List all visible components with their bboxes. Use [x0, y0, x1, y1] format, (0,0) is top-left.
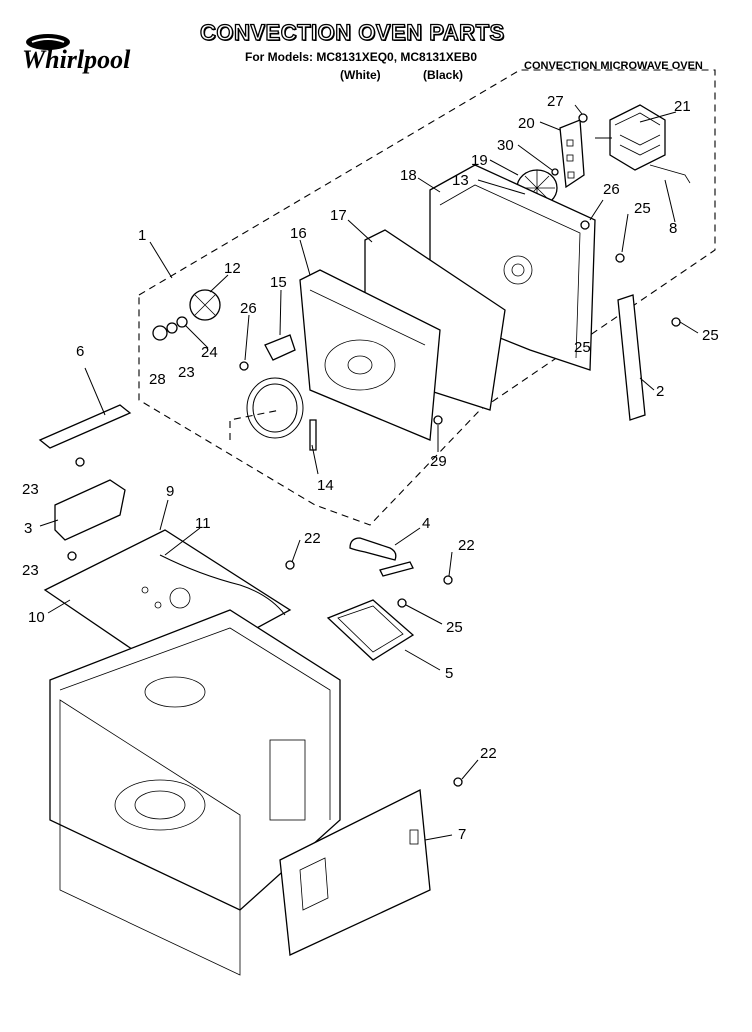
callout-22a: 22 [304, 530, 321, 547]
screw-22c [453, 777, 463, 787]
white-variant-label: (White) [340, 68, 381, 82]
callout-21: 21 [674, 98, 691, 115]
screw-26b [580, 220, 590, 230]
component-3 [54, 479, 126, 541]
callout-4: 4 [422, 515, 430, 532]
capacitor [349, 537, 414, 577]
callout-20: 20 [518, 115, 535, 132]
nut-28 [152, 325, 168, 341]
callout-6: 6 [76, 343, 84, 360]
callout-19: 19 [471, 152, 488, 169]
screw-25b [671, 317, 681, 327]
heating-element [246, 377, 317, 451]
clip-15 [264, 334, 296, 361]
black-variant-label: (Black) [423, 68, 464, 82]
screw-23b [75, 457, 85, 467]
callout-18: 18 [400, 167, 417, 184]
callout-10: 10 [28, 609, 45, 626]
callout-23a: 23 [178, 364, 195, 381]
callout-16: 16 [290, 225, 307, 242]
brand-wordmark: Whirlpool [22, 45, 131, 74]
callout-28: 28 [149, 371, 166, 388]
screw-26a [239, 361, 249, 371]
callout-25a: 25 [634, 200, 651, 217]
callout-11: 11 [195, 515, 211, 532]
callout-15: 15 [270, 274, 287, 291]
small-fan [189, 289, 221, 321]
callout-12: 12 [224, 260, 241, 277]
whirlpool-logo: Whirlpool [22, 34, 131, 74]
callout-13: 13 [452, 172, 469, 189]
callout-26a: 26 [240, 300, 257, 317]
screw-27 [578, 113, 588, 123]
screw-25c [397, 598, 407, 608]
assembly-outline-lower [229, 409, 281, 440]
screw-29 [433, 415, 443, 425]
callout-7: 7 [458, 826, 466, 843]
callout-labels: 1 2 3 4 5 6 7 8 9 10 11 12 13 14 15 16 1… [22, 93, 719, 843]
callout-22c: 22 [480, 745, 497, 762]
callout-14: 14 [317, 477, 334, 494]
callout-22b: 22 [458, 537, 475, 554]
callout-25d: 25 [574, 339, 591, 356]
callout-17: 17 [330, 207, 347, 224]
screw-22a [285, 560, 295, 570]
callout-9: 9 [166, 483, 174, 500]
back-plate [279, 788, 431, 956]
callout-23c: 23 [22, 562, 39, 579]
screw-30 [551, 168, 559, 176]
screw-22b [443, 575, 453, 585]
callout-27: 27 [547, 93, 564, 110]
callout-30: 30 [497, 137, 514, 154]
washer-23 [166, 322, 178, 334]
oven-cabinet [49, 609, 341, 976]
callout-2: 2 [656, 383, 664, 400]
callout-5: 5 [445, 665, 453, 682]
washer-24 [176, 316, 188, 328]
convection-motor [595, 104, 691, 184]
callout-23b: 23 [22, 481, 39, 498]
callout-8: 8 [669, 220, 677, 237]
model-numbers: For Models: MC8131XEQ0, MC8131XEB0 [245, 50, 478, 64]
motor-bracket [559, 119, 585, 189]
diagram-subtitle: CONVECTION MICROWAVE OVEN [524, 60, 703, 72]
callout-3: 3 [24, 520, 32, 537]
page-title: CONVECTION OVEN PARTS [199, 19, 505, 45]
bracket-6 [38, 404, 132, 449]
screw-25a [615, 253, 625, 263]
callout-29: 29 [430, 453, 447, 470]
side-rail [617, 294, 646, 421]
leader-lines [39, 104, 699, 841]
callout-25b: 25 [702, 327, 719, 344]
tray-5 [326, 599, 415, 661]
callout-26b: 26 [603, 181, 620, 198]
callout-25c: 25 [446, 619, 463, 636]
screw-23c [67, 551, 77, 561]
callout-1: 1 [138, 227, 146, 244]
inner-cavity-panel [299, 269, 441, 441]
callout-24: 24 [201, 344, 218, 361]
assembly-outline [138, 69, 716, 526]
